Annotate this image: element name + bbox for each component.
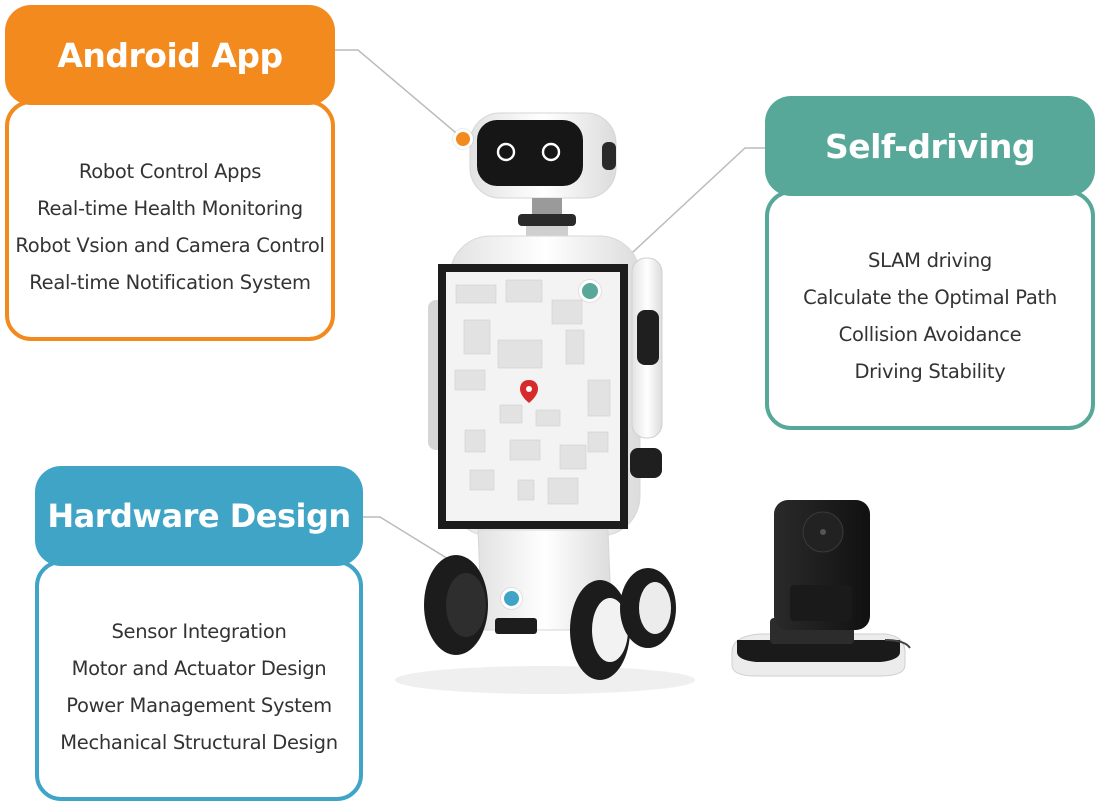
android-feature-item: Real-time Notification System [29,270,311,294]
selfdriving-feature-item: Driving Stability [854,360,1006,383]
tablet-map-screen [438,264,628,529]
selfdriving-marker-dot [579,280,601,302]
wheel-front-left [424,555,488,655]
hardware-feature-item: Power Management System [66,693,332,717]
wheel-front-right [570,580,630,680]
left-eye-icon [496,142,516,162]
android-features-box: Robot Control Apps Real-time Health Moni… [5,100,335,341]
selfdriving-features-box: SLAM driving Calculate the Optimal Path … [765,190,1095,430]
leader-line-selfdriving [591,147,765,291]
android-feature-item: Real-time Health Monitoring [37,196,303,220]
hardware-feature-item: Motor and Actuator Design [71,656,327,680]
selfdriving-title: Self-driving [765,96,1095,196]
hardware-marker-dot [501,588,522,609]
wheel-rear-right [620,568,676,648]
android-title: Android App [5,5,335,105]
selfdriving-feature-item: Collision Avoidance [838,323,1022,346]
selfdriving-feature-item: SLAM driving [868,249,992,272]
right-eye-icon [541,142,561,162]
charging-dock [731,500,911,677]
android-feature-item: Robot Control Apps [78,159,262,183]
hardware-feature-item: Mechanical Structural Design [60,730,338,754]
robot-head [469,112,617,199]
hardware-features-box: Sensor Integration Motor and Actuator De… [35,560,363,801]
hardware-title: Hardware Design [35,466,363,566]
leader-line-android [335,49,463,139]
selfdriving-feature-item: Calculate the Optimal Path [803,286,1057,309]
android-feature-item: Robot Vsion and Camera Control [15,233,325,257]
android-marker-dot [453,129,473,149]
hardware-feature-item: Sensor Integration [111,619,287,643]
